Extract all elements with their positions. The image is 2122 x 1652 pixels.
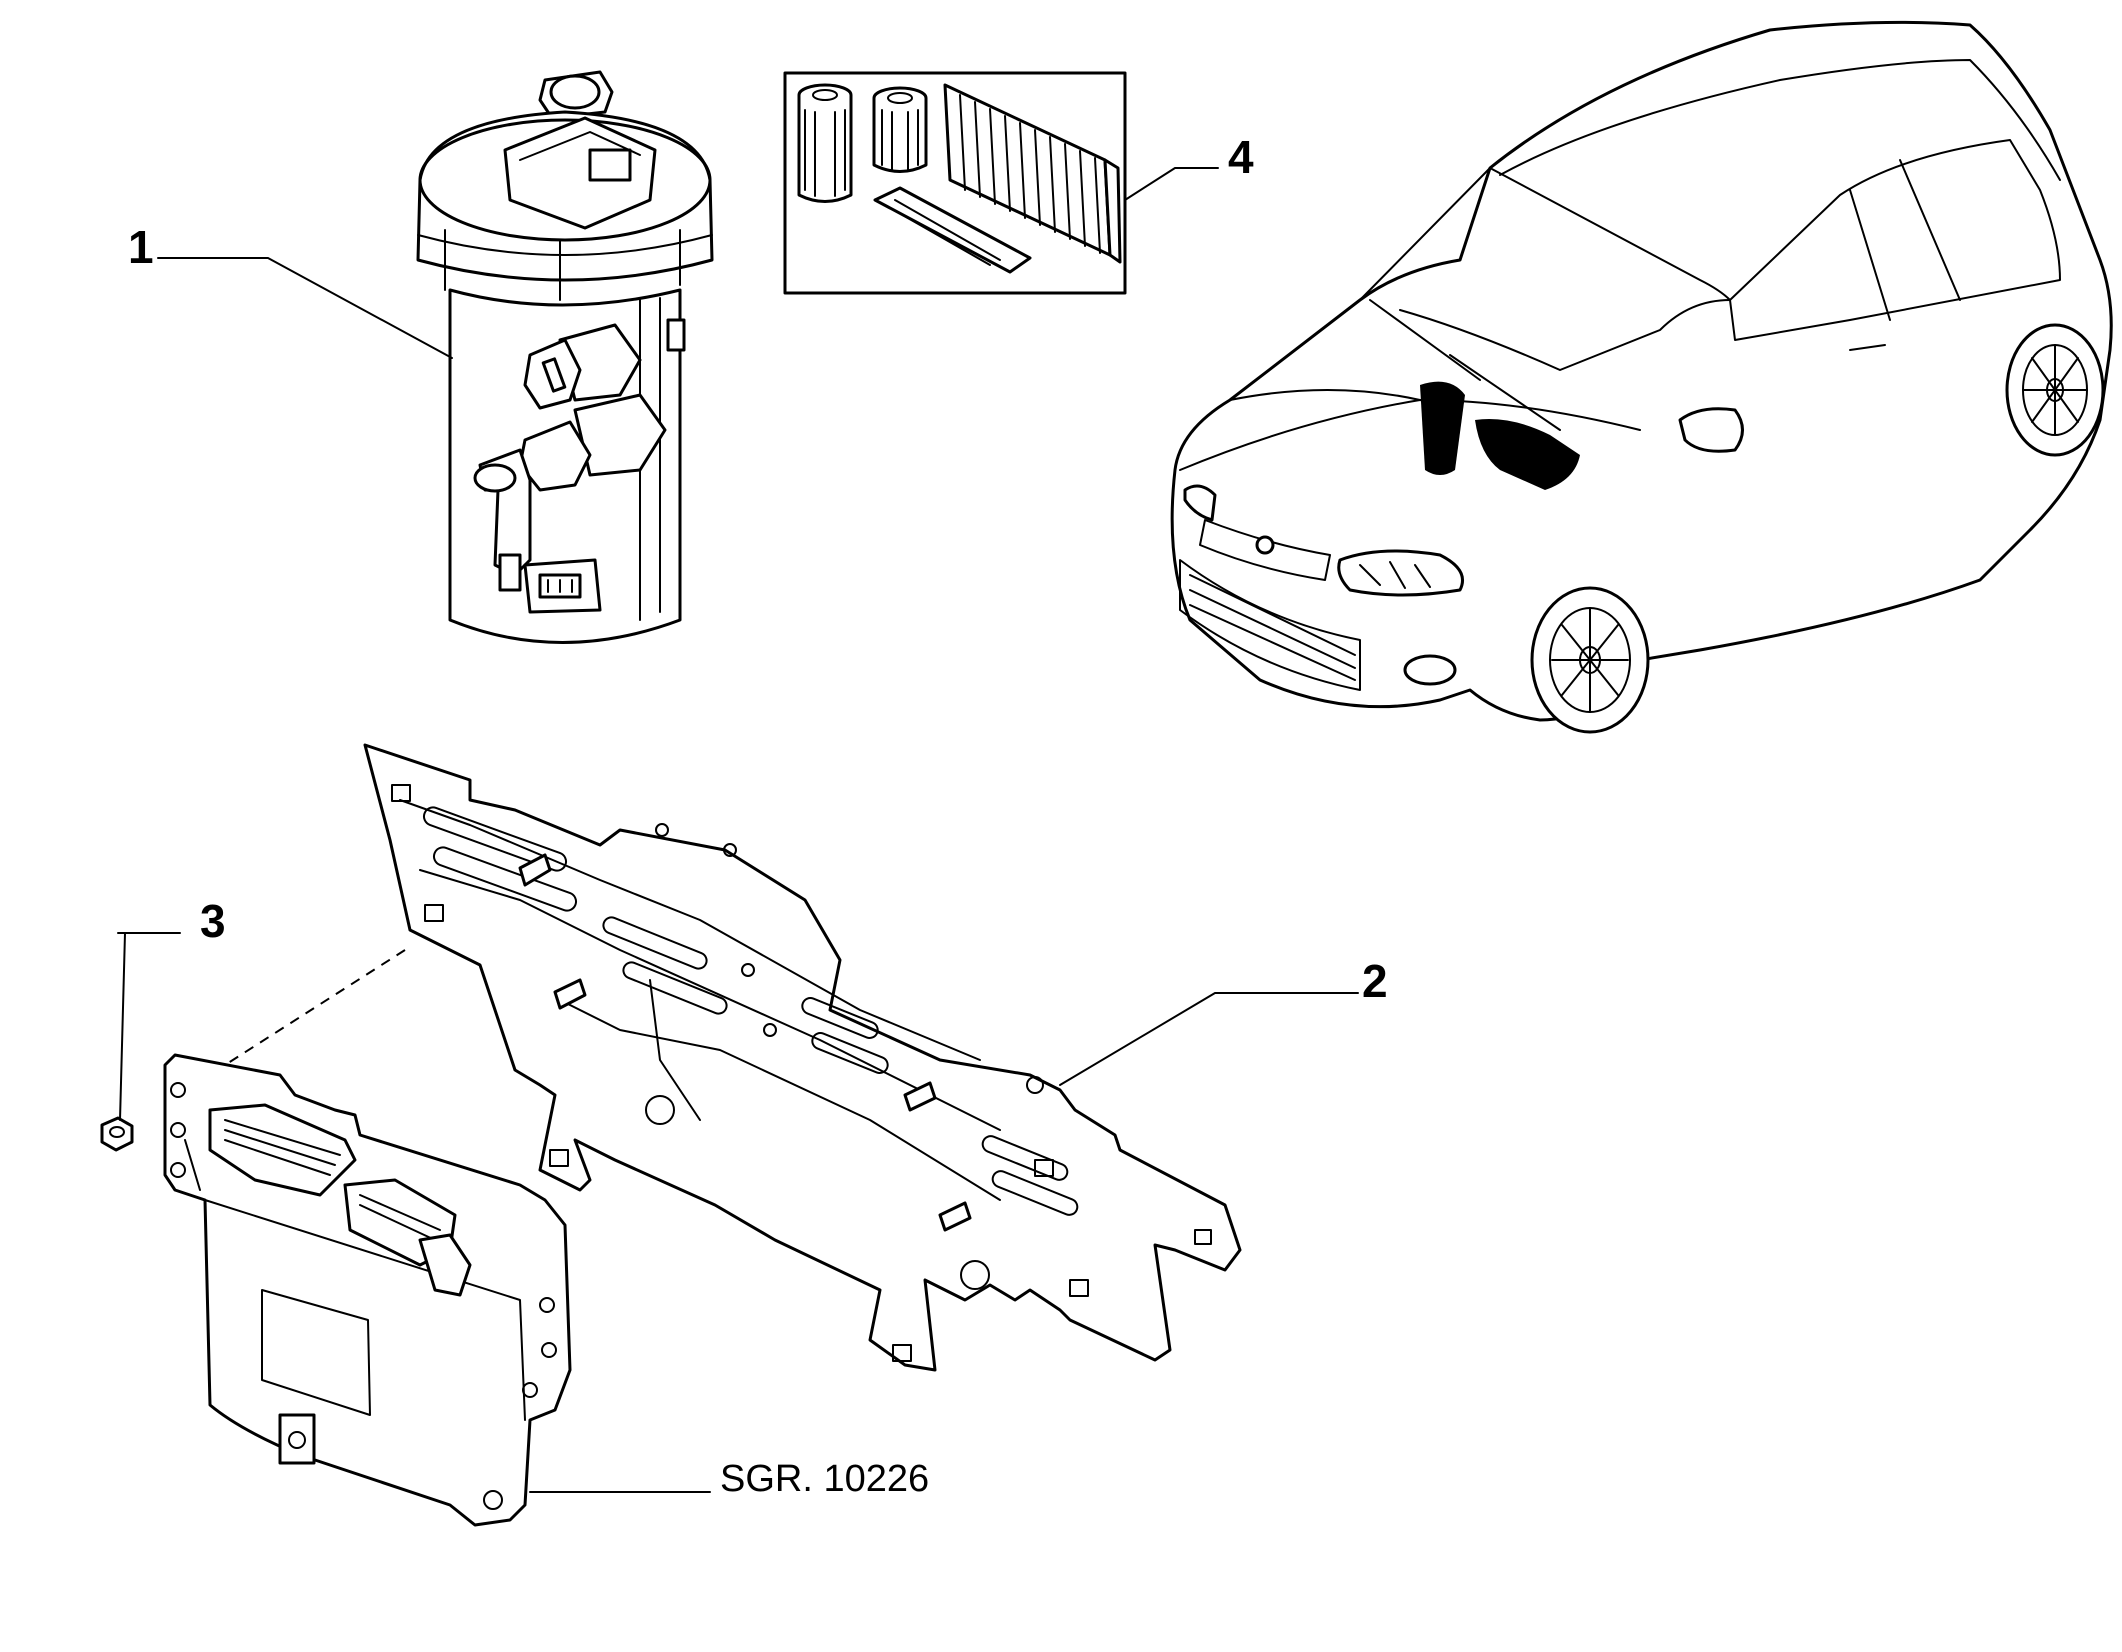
reference-label: SGR. 10226 bbox=[720, 1458, 930, 1500]
leader-lines bbox=[117, 167, 1359, 1493]
oil-filter-large bbox=[797, 83, 853, 203]
callout-4: 4 bbox=[1228, 131, 1254, 183]
oil-filter-small bbox=[872, 86, 928, 173]
mounting-bracket bbox=[224, 743, 1242, 1372]
callout-3: 3 bbox=[200, 895, 226, 947]
filter-kit bbox=[783, 71, 1127, 295]
ecu-module bbox=[163, 1053, 572, 1527]
nut bbox=[100, 1116, 134, 1152]
callout-2: 2 bbox=[1362, 955, 1388, 1007]
air-filter bbox=[943, 83, 1122, 264]
car-illustration bbox=[1170, 20, 2113, 734]
cabin-filter bbox=[873, 186, 1032, 274]
callout-1: 1 bbox=[128, 221, 154, 273]
fuel-filter bbox=[416, 70, 714, 644]
